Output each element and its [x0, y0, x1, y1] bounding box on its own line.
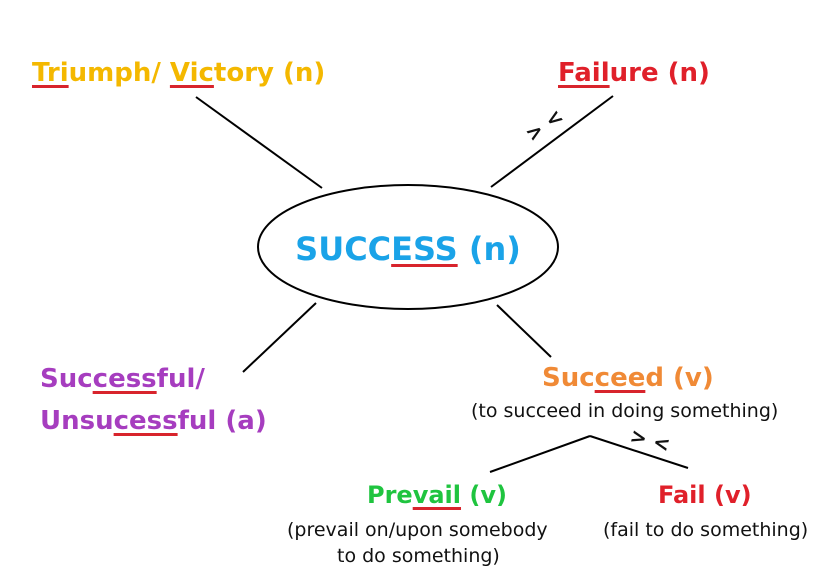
- fail-note: (fail to do something): [603, 519, 809, 541]
- line-fail: [589, 435, 689, 469]
- node-successful: Successful/: [40, 364, 205, 394]
- node-unsuccessful: Unsucessful (a): [40, 406, 267, 436]
- node-triumph-victory: Triumph/ Victory (n): [32, 58, 326, 88]
- line-prevail: [489, 435, 591, 473]
- node-succeed: Succeed (v): [542, 363, 714, 393]
- node-failure: Failure (n): [558, 58, 710, 88]
- succeed-note: (to succeed in doing something): [471, 400, 779, 422]
- line-failure: [490, 95, 614, 188]
- line-succeed: [496, 304, 552, 358]
- line-successful: [242, 302, 317, 373]
- prevail-note-line1: (prevail on/upon somebody: [287, 519, 548, 541]
- line-triumph: [195, 96, 323, 189]
- center-ellipse: [257, 184, 559, 310]
- node-prevail: Prevail (v): [367, 481, 507, 509]
- prevail-note-line2: to do something): [337, 545, 500, 567]
- node-fail: Fail (v): [658, 481, 752, 509]
